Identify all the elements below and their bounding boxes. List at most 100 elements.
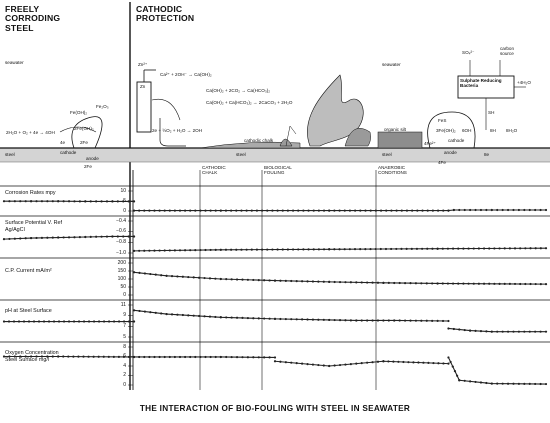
- data-point: [452, 208, 455, 212]
- data-point: [420, 282, 423, 285]
- data-point: [453, 370, 457, 373]
- fe2-label-right: 4Fe²⁺: [424, 141, 436, 146]
- data-point: [474, 208, 477, 212]
- data-point: [230, 316, 233, 319]
- data-point: [469, 380, 472, 383]
- data-point: [84, 235, 87, 239]
- data-point: [87, 320, 91, 323]
- data-point: [426, 209, 429, 212]
- data-point: [306, 280, 309, 283]
- data-point: [409, 319, 412, 322]
- data-point: [398, 319, 401, 322]
- oxygen-label: Oxygen Concentration Steel Surface mg/l: [5, 350, 59, 363]
- data-point: [67, 355, 70, 358]
- data-point: [417, 361, 420, 364]
- data-point: [127, 355, 131, 359]
- reaction-co2: Ca(OH)₂ + 2CO₂ → Ca(HCO₃)₂: [206, 88, 271, 93]
- data-point: [266, 248, 269, 251]
- data-point: [387, 319, 390, 322]
- event-line: CONDITIONS: [378, 170, 407, 176]
- data-point: [290, 279, 293, 283]
- data-point: [72, 320, 76, 323]
- data-point: [544, 208, 548, 212]
- data-point: [67, 200, 71, 203]
- sh-label: SH: [488, 110, 495, 115]
- data-point: [343, 209, 346, 212]
- data-point: [8, 200, 11, 203]
- data-point: [257, 279, 260, 282]
- reaction-left-fe2o3: Fe₂O₃: [96, 104, 109, 109]
- title-line: PROTECTION: [136, 13, 195, 24]
- title-line: FREELY: [5, 4, 40, 14]
- data-point: [517, 382, 521, 385]
- data-point: [539, 382, 542, 386]
- data-point: [344, 363, 347, 366]
- data-point: [252, 278, 255, 282]
- data-point: [84, 200, 87, 203]
- data-point: [173, 355, 176, 359]
- y-tick-label: 8: [123, 343, 126, 350]
- data-point: [451, 282, 455, 285]
- organic-silt: [377, 131, 423, 149]
- data-point: [387, 360, 390, 363]
- data-point: [35, 236, 38, 240]
- data-point: [311, 280, 315, 283]
- data-point: [523, 330, 526, 333]
- data-point: [322, 209, 326, 212]
- data-point: [77, 320, 81, 323]
- data-point: [116, 235, 119, 238]
- reaction-right-feoh: 3Fe(OH)₂: [436, 128, 456, 133]
- data-point: [284, 317, 287, 321]
- data-point: [198, 276, 201, 279]
- data-point: [384, 247, 388, 251]
- data-point: [102, 355, 105, 358]
- y-tick-label: 7: [123, 322, 126, 329]
- data-point: [89, 200, 92, 203]
- event-biological-fouling: BIOLOGICAL FOULING: [264, 165, 292, 175]
- data-point: [209, 355, 212, 359]
- data-point: [40, 200, 44, 203]
- data-point: [436, 282, 439, 285]
- data-point: [230, 209, 233, 212]
- data-point: [349, 319, 352, 322]
- reaction-left-2feoh: 2Fe(OH)₂: [74, 126, 94, 131]
- data-point: [376, 281, 380, 284]
- data-point: [393, 281, 396, 285]
- data-point: [97, 355, 100, 358]
- zinc-ion-label: Zn²⁺: [138, 62, 148, 67]
- data-point: [311, 363, 315, 366]
- data-point: [390, 209, 393, 212]
- data-point: [307, 209, 310, 212]
- data-point: [477, 247, 480, 250]
- data-point: [250, 248, 253, 251]
- anode-label-right: anode: [444, 150, 457, 155]
- data-point: [178, 209, 182, 212]
- data-point: [369, 209, 372, 212]
- data-point: [528, 208, 531, 212]
- data-point: [412, 361, 415, 364]
- data-point: [498, 247, 501, 250]
- data-point: [225, 278, 228, 281]
- data-point: [364, 209, 367, 212]
- data-point: [328, 280, 331, 283]
- data-point: [442, 362, 445, 365]
- data-point: [276, 209, 279, 212]
- data-point: [107, 320, 111, 323]
- data-point: [307, 248, 310, 251]
- data-point: [458, 379, 461, 382]
- data-point: [508, 247, 511, 250]
- data-point: [95, 235, 98, 238]
- data-point: [183, 209, 187, 212]
- seawater-label-right: seawater: [382, 62, 401, 67]
- data-point: [2, 355, 6, 358]
- data-point: [181, 275, 184, 278]
- data-point: [353, 248, 357, 251]
- y-tick-label: 2: [123, 372, 126, 378]
- data-point: [301, 362, 304, 365]
- data-point: [2, 238, 6, 241]
- data-point: [376, 319, 380, 322]
- data-point: [209, 209, 212, 212]
- data-point: [168, 209, 171, 212]
- data-point: [176, 275, 179, 278]
- data-point: [189, 209, 192, 212]
